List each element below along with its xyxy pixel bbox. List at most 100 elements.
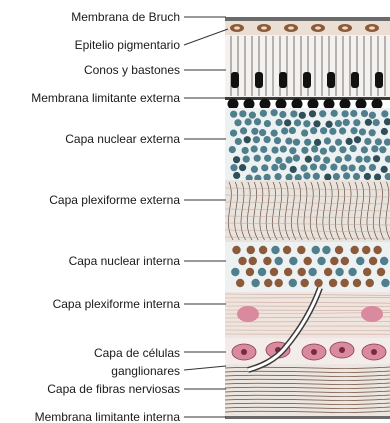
- outer-nucleus: [375, 138, 382, 145]
- inner-nucleus: [363, 268, 371, 276]
- outer-nucleus: [381, 128, 388, 135]
- outer-nucleus: [331, 110, 338, 117]
- outer-nucleus: [294, 119, 301, 126]
- outer-nucleus: [233, 156, 240, 163]
- olm-nucleus: [260, 99, 271, 110]
- inner-nucleus: [350, 246, 358, 254]
- outer-nucleus: [289, 147, 296, 154]
- outer-nucleus: [303, 120, 310, 127]
- inner-nucleus: [275, 279, 283, 287]
- inner-nucleus: [271, 246, 279, 254]
- outer-nucleus: [369, 129, 376, 136]
- outer-nucleus: [245, 118, 252, 125]
- inner-nucleus: [236, 279, 244, 287]
- outer-nucleus: [364, 138, 371, 145]
- inner-nucleus: [284, 268, 292, 276]
- outer-nucleus: [279, 111, 286, 118]
- outer-nucleus: [324, 137, 331, 144]
- inner-nucleus: [303, 257, 311, 265]
- outer-nucleus: [379, 146, 386, 153]
- outer-nucleus: [275, 119, 282, 126]
- outer-nucleus: [260, 110, 267, 117]
- outer-nucleus: [260, 146, 267, 153]
- inner-nucleus: [263, 257, 271, 265]
- label-nerve-fiber-layer: Capa de fibras nerviosas: [47, 382, 180, 396]
- outer-nucleus: [313, 155, 320, 162]
- olm-nucleus: [228, 99, 239, 110]
- olm-nucleus: [276, 99, 287, 110]
- label-outer-nuclear-layer: Capa nuclear externa: [65, 132, 180, 146]
- outer-nucleus: [335, 156, 342, 163]
- outer-nucleus: [271, 130, 278, 137]
- outer-nucleus: [329, 128, 336, 135]
- inner-nucleus: [298, 268, 306, 276]
- inner-nucleus: [312, 246, 320, 254]
- outer-nucleus: [293, 155, 300, 162]
- outer-nucleus: [301, 129, 308, 136]
- outer-nucleus: [353, 173, 360, 180]
- outer-nucleus: [333, 173, 340, 180]
- cone-body: [375, 72, 383, 88]
- outer-nucleus: [230, 111, 237, 118]
- cone-body: [303, 72, 311, 88]
- outer-nucleus: [300, 165, 307, 172]
- inner-nucleus: [246, 268, 254, 276]
- outer-nucleus: [323, 157, 330, 164]
- outer-nucleus: [264, 120, 271, 127]
- outer-nucleus: [235, 138, 242, 145]
- outer-nucleus: [253, 136, 260, 143]
- outer-nucleus: [259, 129, 266, 136]
- outer-nucleus: [261, 164, 268, 171]
- inner-nucleus: [231, 268, 239, 276]
- outer-nucleus: [373, 155, 380, 162]
- outer-nucleus: [299, 112, 306, 119]
- cone-body: [327, 72, 335, 88]
- outer-nucleus: [339, 127, 346, 134]
- outer-nucleus: [320, 127, 327, 134]
- outer-nucleus: [284, 119, 291, 126]
- outer-nucleus: [280, 145, 287, 152]
- outer-nucleus: [275, 157, 282, 164]
- cone-body: [351, 72, 359, 88]
- pigment-nucleus-core: [369, 26, 375, 29]
- ganglion-nucleus: [311, 349, 317, 355]
- pigment-nucleus-core: [315, 26, 321, 29]
- label-outer-plexiform-layer: Capa plexiforme externa: [49, 193, 180, 207]
- inner-nucleus: [366, 279, 374, 287]
- inner-nucleus: [283, 246, 291, 254]
- outer-nucleus: [310, 163, 317, 170]
- outer-nucleus: [342, 110, 349, 117]
- inner-nucleus: [362, 246, 370, 254]
- outer-nucleus: [359, 128, 366, 135]
- outer-nucleus: [320, 148, 327, 155]
- inner-nucleus: [324, 268, 332, 276]
- outer-nucleus: [289, 127, 296, 134]
- inner-nucleus: [356, 257, 364, 265]
- outer-nucleus: [233, 172, 240, 179]
- outer-nucleus: [305, 156, 312, 163]
- ganglion-nucleus: [241, 349, 247, 355]
- cone-body: [231, 72, 239, 88]
- leader-ganglion-cells-2: [184, 366, 226, 370]
- outer-nucleus: [355, 156, 362, 163]
- inner-nucleus: [232, 246, 240, 254]
- cone-body: [279, 72, 287, 88]
- outer-nucleus: [359, 165, 366, 172]
- outer-nucleus: [271, 109, 278, 116]
- inner-nucleus: [238, 257, 246, 265]
- olm-nucleus: [340, 99, 351, 110]
- outer-nucleus: [264, 155, 271, 162]
- outer-nucleus: [330, 164, 337, 171]
- inner-nucleus: [380, 257, 388, 265]
- olm-nucleus: [372, 99, 383, 110]
- outer-nucleus: [344, 154, 351, 161]
- outer-nucleus: [369, 164, 376, 171]
- olm-nucleus: [324, 99, 335, 110]
- outer-nucleus: [230, 164, 237, 171]
- inner-nucleus: [317, 257, 325, 265]
- outer-nucleus: [354, 136, 361, 143]
- inner-nucleus: [341, 257, 349, 265]
- photoreceptor-layer: [225, 35, 390, 98]
- inner-nucleus: [322, 246, 330, 254]
